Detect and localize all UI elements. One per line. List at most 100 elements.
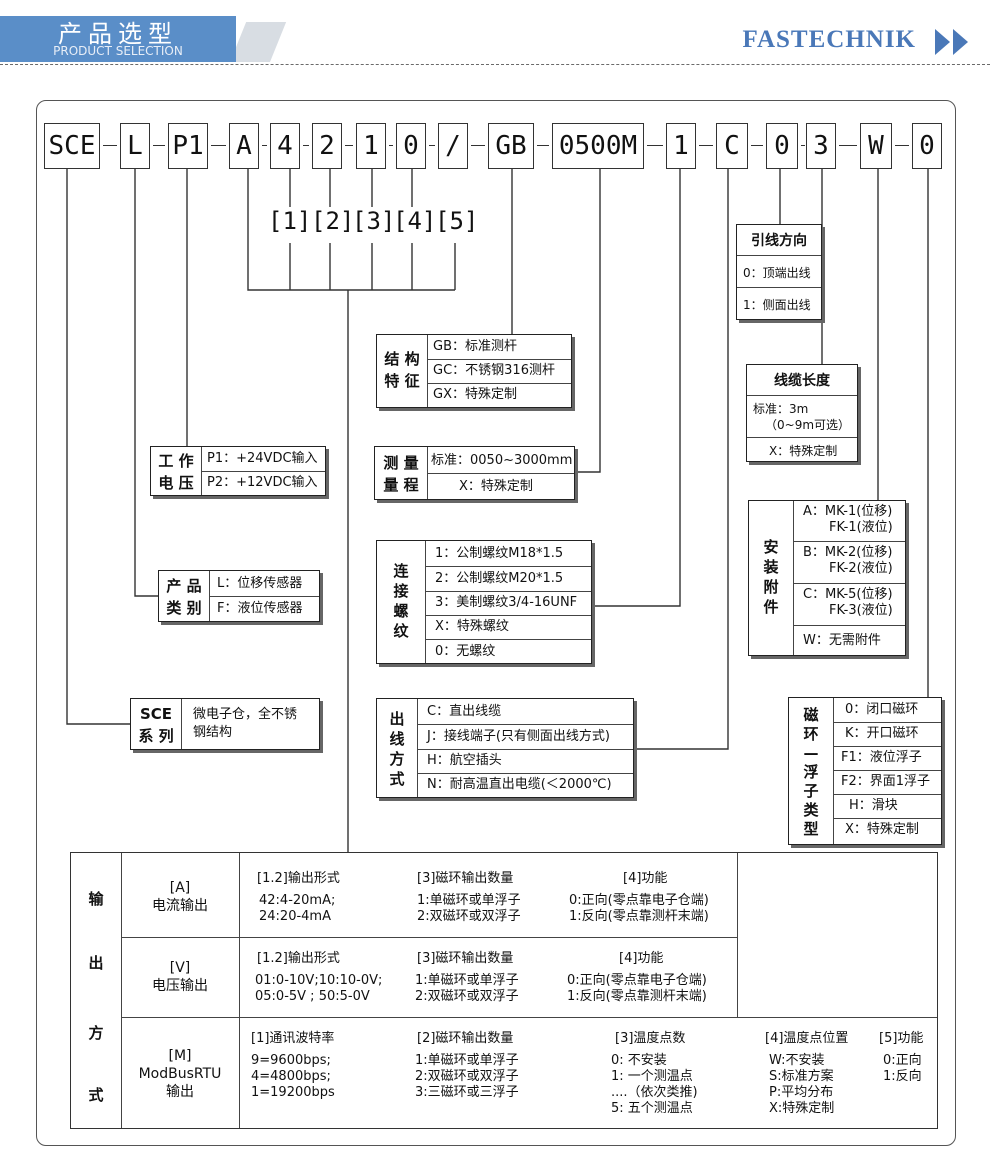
output-col-head: [2]磁环输出数量 (417, 1031, 514, 1046)
lead-direction-title: 引线方向 (751, 233, 807, 249)
outlet-item: H：航空插头 (427, 753, 502, 768)
accessory-item: FK-3(液位) (829, 603, 893, 618)
brand-logo: FASTECHNIK (742, 26, 916, 53)
cable-length-range: （0~9m可选） (765, 418, 851, 432)
output-col-lines: 01:0-10V;10:10-0V;05:0-5V ; 50:5-0V (255, 973, 383, 1004)
code-separator (153, 145, 165, 146)
output-col-head: [1.2]输出形式 (257, 871, 340, 886)
outlet-label: 出线方式 (389, 710, 405, 788)
accessory-item: B：MK-2(位移) (803, 545, 893, 560)
series-desc: 微电子仓，全不锈 (193, 707, 298, 722)
bracket-label: [1] (268, 207, 312, 235)
code-segment: 3 (806, 123, 836, 169)
header-banner (0, 16, 236, 62)
code-separator (751, 145, 763, 146)
selection-frame (36, 100, 956, 1146)
bracket-label: [3] (352, 207, 396, 235)
code-segment: GB (488, 123, 534, 169)
bracket-label: [5] (435, 207, 479, 235)
category-label: 产 品 (166, 577, 202, 595)
code-separator (211, 145, 226, 146)
output-col-head: [5]功能 (879, 1031, 924, 1046)
thread-item: 2：公制螺纹M20*1.5 (435, 571, 564, 586)
structure-label: 结 构 (384, 350, 420, 368)
float-item: F2：界面1浮子 (841, 774, 931, 789)
series-desc: 钢结构 (193, 725, 233, 740)
accessory-label: 安装附件 (763, 538, 779, 616)
float-label: 磁环—浮子类型 (803, 706, 819, 838)
float-item: K：开口磁环 (845, 726, 919, 741)
output-col-lines: 9=9600bps;4=4800bps;1=19200bps (251, 1053, 335, 1100)
lead-direction-item: 0：顶端出线 (743, 266, 811, 280)
cable-length-custom: X：特殊定制 (769, 444, 838, 458)
accessory-item: A：MK-1(位移) (803, 504, 893, 519)
output-col-head: [4]功能 (619, 951, 664, 966)
accessory-item: FK-2(液位) (829, 561, 893, 576)
code-segment: W (860, 123, 892, 169)
output-col-head: [1]通讯波特率 (251, 1031, 335, 1046)
structure-item: GX：特殊定制 (433, 387, 517, 402)
output-side-label: 输 (88, 890, 104, 908)
category-item: L：位移传感器 (217, 576, 303, 591)
code-segment: 2 (312, 123, 342, 169)
output-col-lines: 42:4-20mA;24:20-4mA (259, 893, 336, 924)
outlet-item: C：直出线缆 (427, 704, 502, 719)
code-segment: A (229, 123, 259, 169)
chevron-right-icon (935, 29, 950, 55)
code-segment: C (716, 123, 748, 169)
output-col-head: [1.2]输出形式 (257, 951, 340, 966)
float-table: 磁环—浮子类型 0：闭口磁环 K：开口磁环 F1：液位浮子 F2：界面1浮子 H… (788, 697, 942, 845)
output-col-head: [3]磁环输出数量 (417, 871, 514, 886)
output-row-code: [A]电流输出 (152, 880, 208, 914)
thread-item: 3：美制螺纹3/4-16UNF (435, 595, 578, 610)
series-table: SCE 系 列 微电子仓，全不锈 钢结构 (130, 698, 320, 750)
code-separator (699, 145, 713, 146)
header-title-cn: 产品选型 (58, 20, 178, 48)
lead-direction-item: 1：侧面出线 (743, 298, 811, 312)
chevron-right-icon (953, 29, 968, 55)
output-col-head: [4]温度点位置 (765, 1031, 849, 1046)
range-item: X：特殊定制 (459, 479, 533, 494)
code-segment: 0 (396, 123, 426, 169)
code-segment: 1 (356, 123, 386, 169)
structure-label: 特 征 (384, 372, 420, 390)
code-separator (345, 145, 353, 146)
code-separator (895, 145, 909, 146)
float-item: 0：闭口磁环 (845, 702, 919, 717)
category-table: 产 品 类 别 L：位移传感器 F：液位传感器 (158, 570, 320, 622)
bracket-label: [2] (311, 207, 355, 235)
code-segment: 0 (912, 123, 942, 169)
structure-item: GB：标准测杆 (433, 339, 517, 354)
range-table: 测 量 量 程 标准：0050~3000mm X：特殊定制 (374, 446, 575, 500)
voltage-label: 电 压 (158, 474, 194, 492)
code-separator (103, 145, 117, 146)
series-label: SCE (139, 705, 173, 723)
header-divider (0, 64, 990, 65)
code-separator (389, 145, 393, 146)
thread-label: 连接螺纹 (393, 562, 409, 640)
code-separator (471, 145, 485, 146)
code-segment: P1 (168, 123, 208, 169)
thread-table: 连接螺纹 1：公制螺纹M18*1.5 2：公制螺纹M20*1.5 3：美制螺纹3… (376, 540, 592, 664)
voltage-item: P2：+12VDC输入 (207, 475, 318, 490)
outlet-table: 出线方式 C：直出线缆 J：接线端子(只有侧面出线方式) H：航空插头 N：耐高… (376, 698, 634, 798)
accessory-table: 安装附件 A：MK-1(位移) FK-1(液位) B：MK-2(位移) FK-2… (748, 500, 906, 656)
thread-item: 0：无螺纹 (435, 644, 496, 659)
code-segment: 4 (270, 123, 300, 169)
output-col-head: [4]功能 (623, 871, 668, 886)
output-side-label: 式 (88, 1086, 104, 1104)
voltage-table: 工 作 电 压 P1：+24VDC输入 P2：+12VDC输入 (150, 446, 326, 496)
code-separator (801, 145, 805, 146)
thread-item: X：特殊螺纹 (435, 619, 509, 634)
output-side-label: 方 (88, 1024, 104, 1042)
code-segment: 0 (766, 123, 798, 169)
thread-item: 1：公制螺纹M18*1.5 (435, 546, 564, 561)
float-item: X：特殊定制 (845, 822, 919, 837)
accessory-item: C：MK-5(位移) (803, 587, 893, 602)
